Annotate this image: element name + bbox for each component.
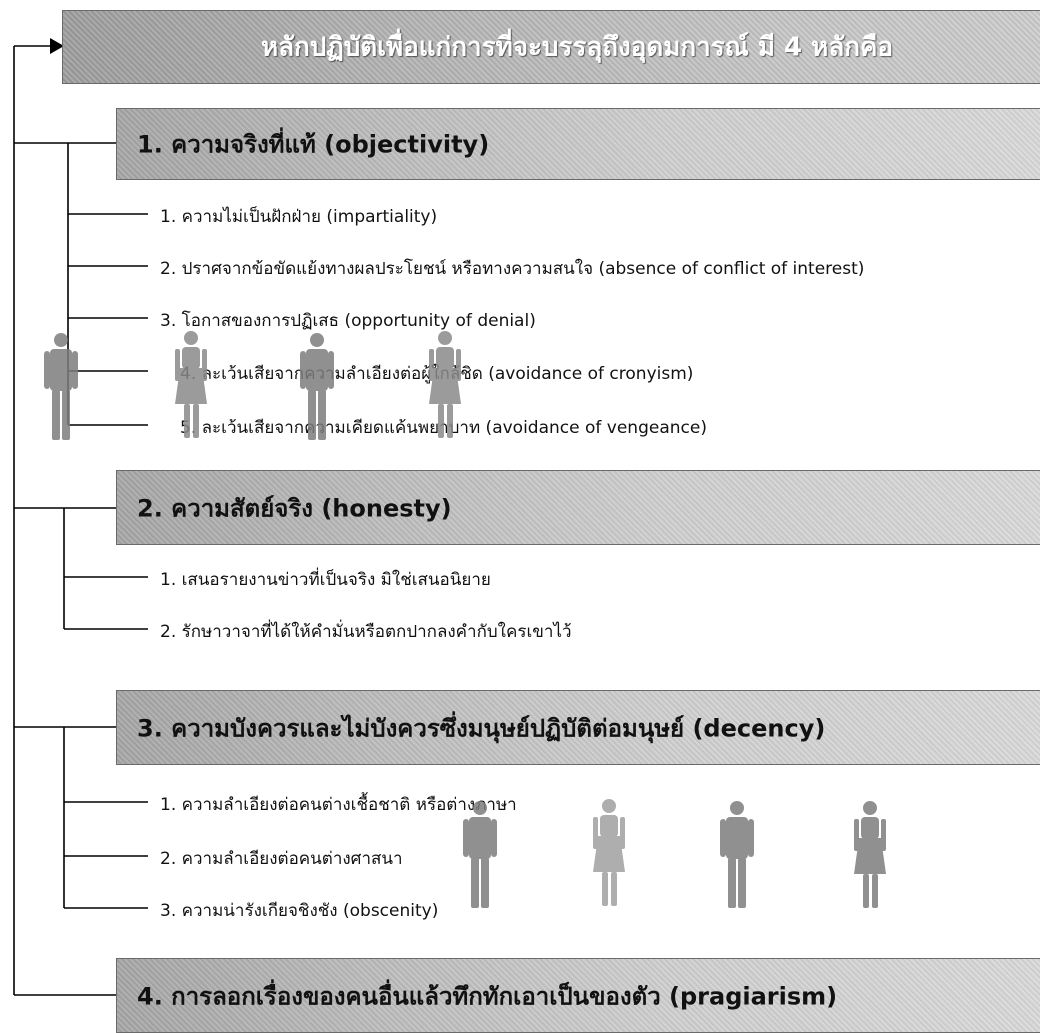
person-icon	[175, 331, 207, 438]
section-plagiarism: 4. การลอกเรื่องของคนอื่นแล้วทึกทักเอาเป็…	[116, 958, 1040, 1033]
section-title: 2. ความสัตย์จริง (honesty)	[137, 494, 452, 522]
list-item: 2. รักษาวาจาที่ได้ให้คำมั่นหรือตกปากลงคำ…	[160, 622, 572, 642]
section-title: 3. ความบังควรและไม่บังควรซึ่งมนุษย์ปฏิบั…	[137, 714, 826, 742]
list-item: 2. ปราศจากข้อขัดแย้งทางผลประโยชน์ หรือทา…	[160, 259, 865, 279]
person-icon	[463, 801, 497, 908]
section-honesty: 2. ความสัตย์จริง (honesty)	[116, 470, 1040, 545]
main-header-banner: หลักปฏิบัติเพื่อแก่การที่จะบรรลุถึงอุดมก…	[62, 10, 1040, 84]
section-objectivity: 1. ความจริงที่แท้ (objectivity)	[116, 108, 1040, 180]
section-title: 4. การลอกเรื่องของคนอื่นแล้วทึกทักเอาเป็…	[137, 982, 838, 1010]
person-icon	[854, 801, 886, 908]
section-decency: 3. ความบังควรและไม่บังควรซึ่งมนุษย์ปฏิบั…	[116, 690, 1040, 765]
list-item: 2. ความลำเอียงต่อคนต่างศาสนา	[160, 849, 403, 869]
person-icon	[44, 333, 78, 440]
arrow-head-icon	[50, 38, 64, 54]
person-icon	[593, 799, 625, 906]
list-item: 1. เสนอรายงานข่าวที่เป็นจริง มิใช่เสนอนิ…	[160, 570, 491, 590]
section-title: 1. ความจริงที่แท้ (objectivity)	[137, 130, 490, 159]
person-icon	[720, 801, 754, 908]
list-item: 3. โอกาสของการปฏิเสธ (opportunity of den…	[160, 311, 536, 331]
main-header-title: หลักปฏิบัติเพื่อแก่การที่จะบรรลุถึงอุดมก…	[260, 32, 894, 63]
person-icon	[300, 333, 334, 440]
list-item: 3. ความน่ารังเกียจชิงชัง (obscenity)	[160, 901, 439, 921]
list-item: 1. ความลำเอียงต่อคนต่างเชื้อชาติ หรือต่า…	[160, 795, 517, 815]
person-icon	[429, 331, 461, 438]
list-item: 1. ความไม่เป็นฝักฝ่าย (impartiality)	[160, 207, 438, 227]
